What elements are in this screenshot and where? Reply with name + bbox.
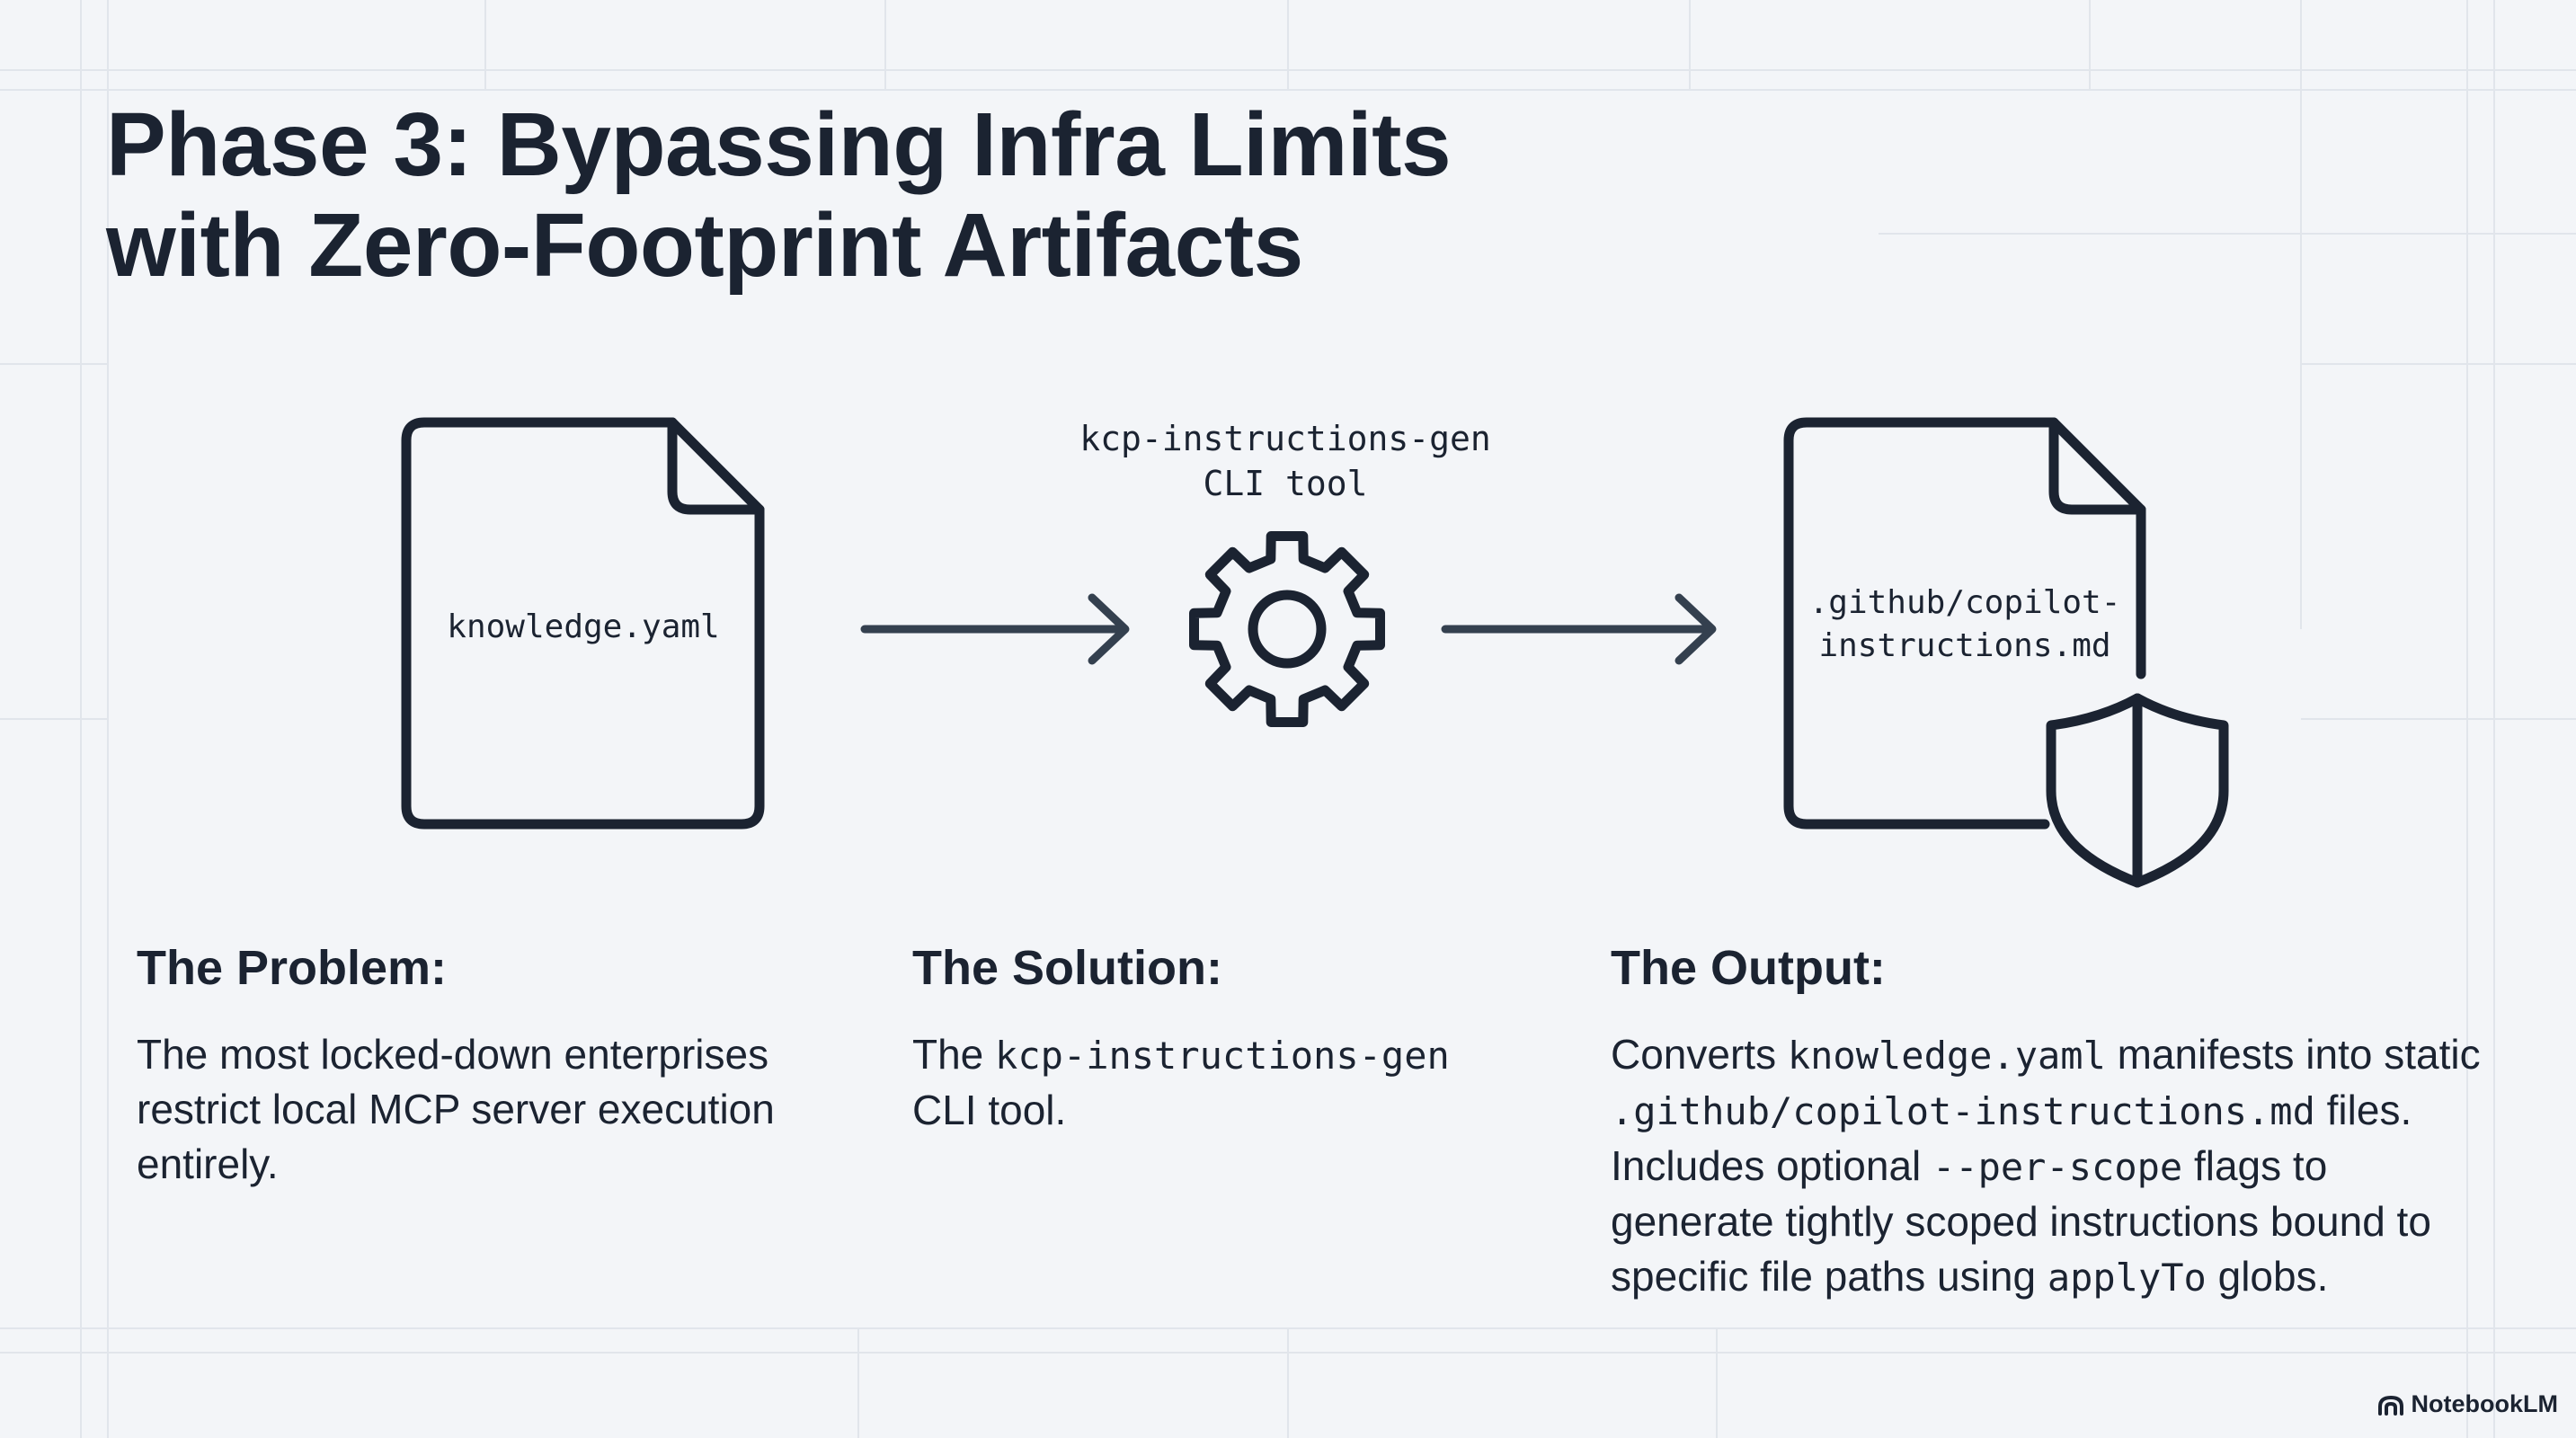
output-body-text: Converts bbox=[1611, 1031, 1788, 1078]
tool-label: kcp-instructions-gen CLI tool bbox=[1016, 416, 1555, 506]
arrow-right-icon bbox=[860, 593, 1130, 665]
input-file-label: knowledge.yaml bbox=[447, 608, 720, 645]
problem-body: The most locked-down enterprises restric… bbox=[137, 1031, 775, 1187]
output-body-text: globs. bbox=[2206, 1253, 2329, 1300]
input-document-icon bbox=[401, 417, 765, 830]
shield-icon bbox=[2046, 693, 2229, 888]
arrow-right-icon bbox=[1441, 593, 1717, 665]
output-body-code: --per-scope bbox=[1932, 1145, 2183, 1189]
solution-body: The kcp-instructions-gen CLI tool. bbox=[912, 1027, 1541, 1138]
output-column: The Output: Converts knowledge.yaml mani… bbox=[1611, 939, 2483, 1305]
problem-heading: The Problem: bbox=[137, 941, 448, 995]
solution-body-text: CLI tool. bbox=[912, 1087, 1067, 1133]
output-body-text: flags to generate tightly scoped instruc… bbox=[1611, 1142, 2431, 1300]
page-title: Phase 3: Bypassing Infra Limits with Zer… bbox=[106, 94, 1724, 296]
problem-column: The Problem: The most locked-down enterp… bbox=[137, 939, 847, 1192]
output-body-text: manifests into static bbox=[2105, 1031, 2481, 1078]
gear-icon bbox=[1189, 531, 1385, 727]
output-body-code: .github/copilot-instructions.md bbox=[1611, 1089, 2315, 1133]
output-file-label-line-2: instructions.md bbox=[1818, 627, 2111, 664]
tool-label-line-2: CLI tool bbox=[1203, 464, 1368, 503]
solution-heading: The Solution: bbox=[912, 941, 1222, 995]
output-heading: The Output: bbox=[1611, 941, 1886, 995]
output-file-label-line-1: .github/copilot- bbox=[1808, 584, 2121, 621]
output-body-code: knowledge.yaml bbox=[1787, 1034, 2106, 1078]
output-body-code: applyTo bbox=[2047, 1256, 2207, 1300]
notebooklm-branding: NotebookLM bbox=[2377, 1390, 2558, 1418]
output-body: Converts knowledge.yaml manifests into s… bbox=[1611, 1027, 2483, 1305]
solution-column: The Solution: The kcp-instructions-gen C… bbox=[912, 939, 1541, 1138]
notebooklm-logo-icon bbox=[2377, 1395, 2403, 1416]
page-title-line-2: with Zero-Footprint Artifacts bbox=[106, 195, 1303, 296]
solution-body-code: kcp-instructions-gen bbox=[995, 1034, 1450, 1078]
output-document-icon bbox=[1783, 417, 2146, 830]
solution-body-text: The bbox=[912, 1031, 996, 1078]
page-title-line-1: Phase 3: Bypassing Infra Limits bbox=[106, 94, 1452, 195]
notebooklm-label: NotebookLM bbox=[2411, 1390, 2558, 1417]
tool-label-line-1: kcp-instructions-gen bbox=[1079, 419, 1491, 458]
output-body-text: files. Includes optional bbox=[1611, 1087, 2412, 1189]
output-file-label: .github/copilot- instructions.md bbox=[1789, 581, 2141, 668]
